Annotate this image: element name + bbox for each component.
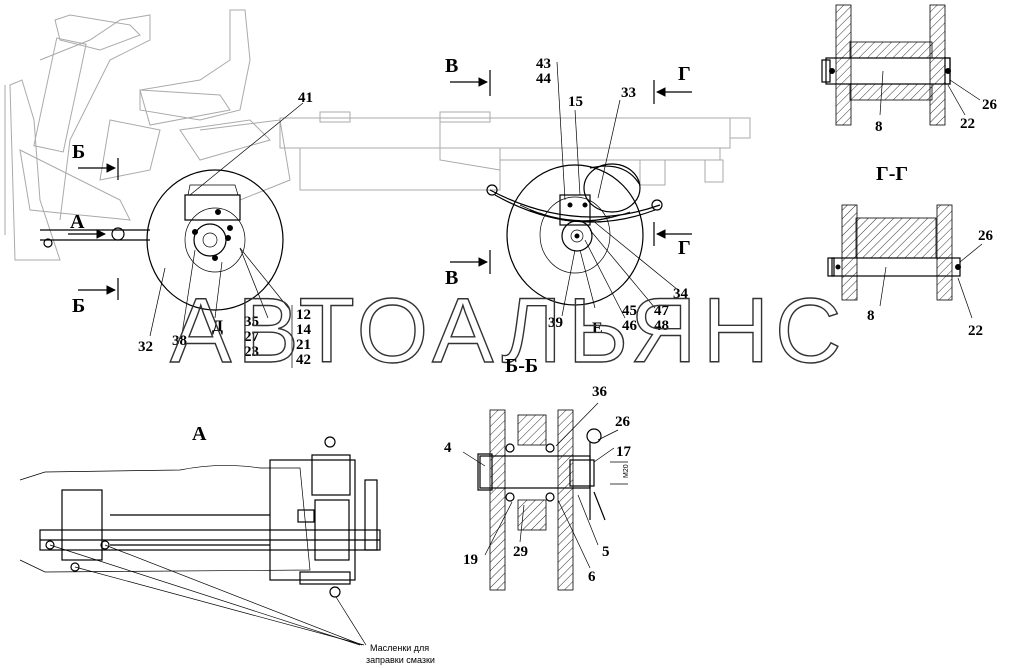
callout-12: 12	[296, 307, 311, 323]
cut-label-v-bottom: В	[445, 267, 458, 289]
section-b-b: Б-Б М20 36 26 17 4 19 29 5 6	[444, 355, 632, 591]
callout-42: 42	[296, 352, 311, 368]
grease-note-line1: Масленки для	[370, 643, 429, 653]
callout-47: 47	[654, 303, 670, 319]
callout-39: 39	[548, 315, 563, 331]
callout-27: 27	[244, 329, 260, 345]
callout-4: 4	[444, 440, 452, 456]
main-side-view: А Б Б В В Г Г	[4, 9, 751, 368]
cut-arrow-g-bottom: Г	[653, 222, 692, 259]
watermark: АВТОАЛЬЯНС	[170, 280, 848, 382]
callout-22-top: 22	[960, 116, 975, 132]
callout-35: 35	[244, 314, 259, 330]
cut-arrow-b-top: Б	[72, 141, 119, 180]
leaf-spring	[486, 184, 663, 226]
view-a: А Масленки для заправки смазки	[19, 423, 435, 665]
front-link	[40, 227, 150, 248]
cut-arrow-a: А	[68, 211, 106, 239]
section-title-g-g: Г-Г	[876, 163, 908, 185]
callout-5: 5	[602, 544, 610, 560]
callout-26-top: 26	[982, 97, 998, 113]
cut-label-v-top: В	[445, 55, 458, 77]
callout-15: 15	[568, 94, 583, 110]
callout-14: 14	[296, 322, 312, 338]
callout-43: 43	[536, 56, 551, 72]
cut-label-b-top: Б	[72, 141, 85, 163]
dimension-m20: М20	[623, 464, 630, 478]
callout-8-gg: 8	[867, 308, 875, 324]
callout-6: 6	[588, 569, 596, 585]
section-g-g: Г-Г 26 8 22	[827, 163, 994, 339]
chassis-frame	[199, 111, 751, 201]
callout-41: 41	[298, 90, 313, 106]
cut-label-g-bottom: Г	[678, 237, 691, 259]
callout-48: 48	[654, 318, 669, 334]
rear-wheel	[506, 163, 644, 306]
callout-21: 21	[296, 337, 311, 353]
callout-29: 29	[513, 544, 528, 560]
pin-detail-top: 8 22 26	[821, 4, 998, 135]
callout-36: 36	[592, 384, 608, 400]
callout-19: 19	[463, 552, 478, 568]
callout-38: 38	[172, 333, 187, 349]
leader-lines	[149, 61, 679, 368]
callout-26-bb: 26	[615, 414, 631, 430]
callout-23: 23	[244, 344, 259, 360]
callout-22-gg: 22	[968, 323, 983, 339]
callout-8-top: 8	[875, 119, 883, 135]
cut-arrow-v-top: В	[445, 55, 491, 96]
grease-note-line2: заправки смазки	[366, 655, 435, 665]
callout-34: 34	[673, 286, 689, 302]
callout-17: 17	[616, 444, 632, 460]
cut-arrow-v-bottom: В	[445, 250, 491, 289]
cut-label-b-bottom: Б	[72, 295, 85, 317]
section-title-b-b: Б-Б	[505, 355, 538, 377]
cut-label-g-top: Г	[678, 63, 691, 85]
cut-label-a: А	[70, 211, 85, 233]
section-title-a: А	[192, 423, 207, 445]
callout-46: 46	[622, 318, 638, 334]
cut-arrow-b-bottom: Б	[72, 278, 119, 317]
callout-26-gg: 26	[978, 228, 994, 244]
cut-label-d: Д	[212, 318, 223, 335]
callout-32: 32	[138, 339, 153, 355]
cut-label-e: Е	[592, 320, 603, 337]
cabin-outline	[4, 9, 271, 261]
callout-44: 44	[536, 71, 552, 87]
cut-arrow-g-top: Г	[653, 63, 692, 104]
callout-45: 45	[622, 303, 637, 319]
callout-33: 33	[621, 85, 636, 101]
front-wheel	[146, 169, 284, 311]
